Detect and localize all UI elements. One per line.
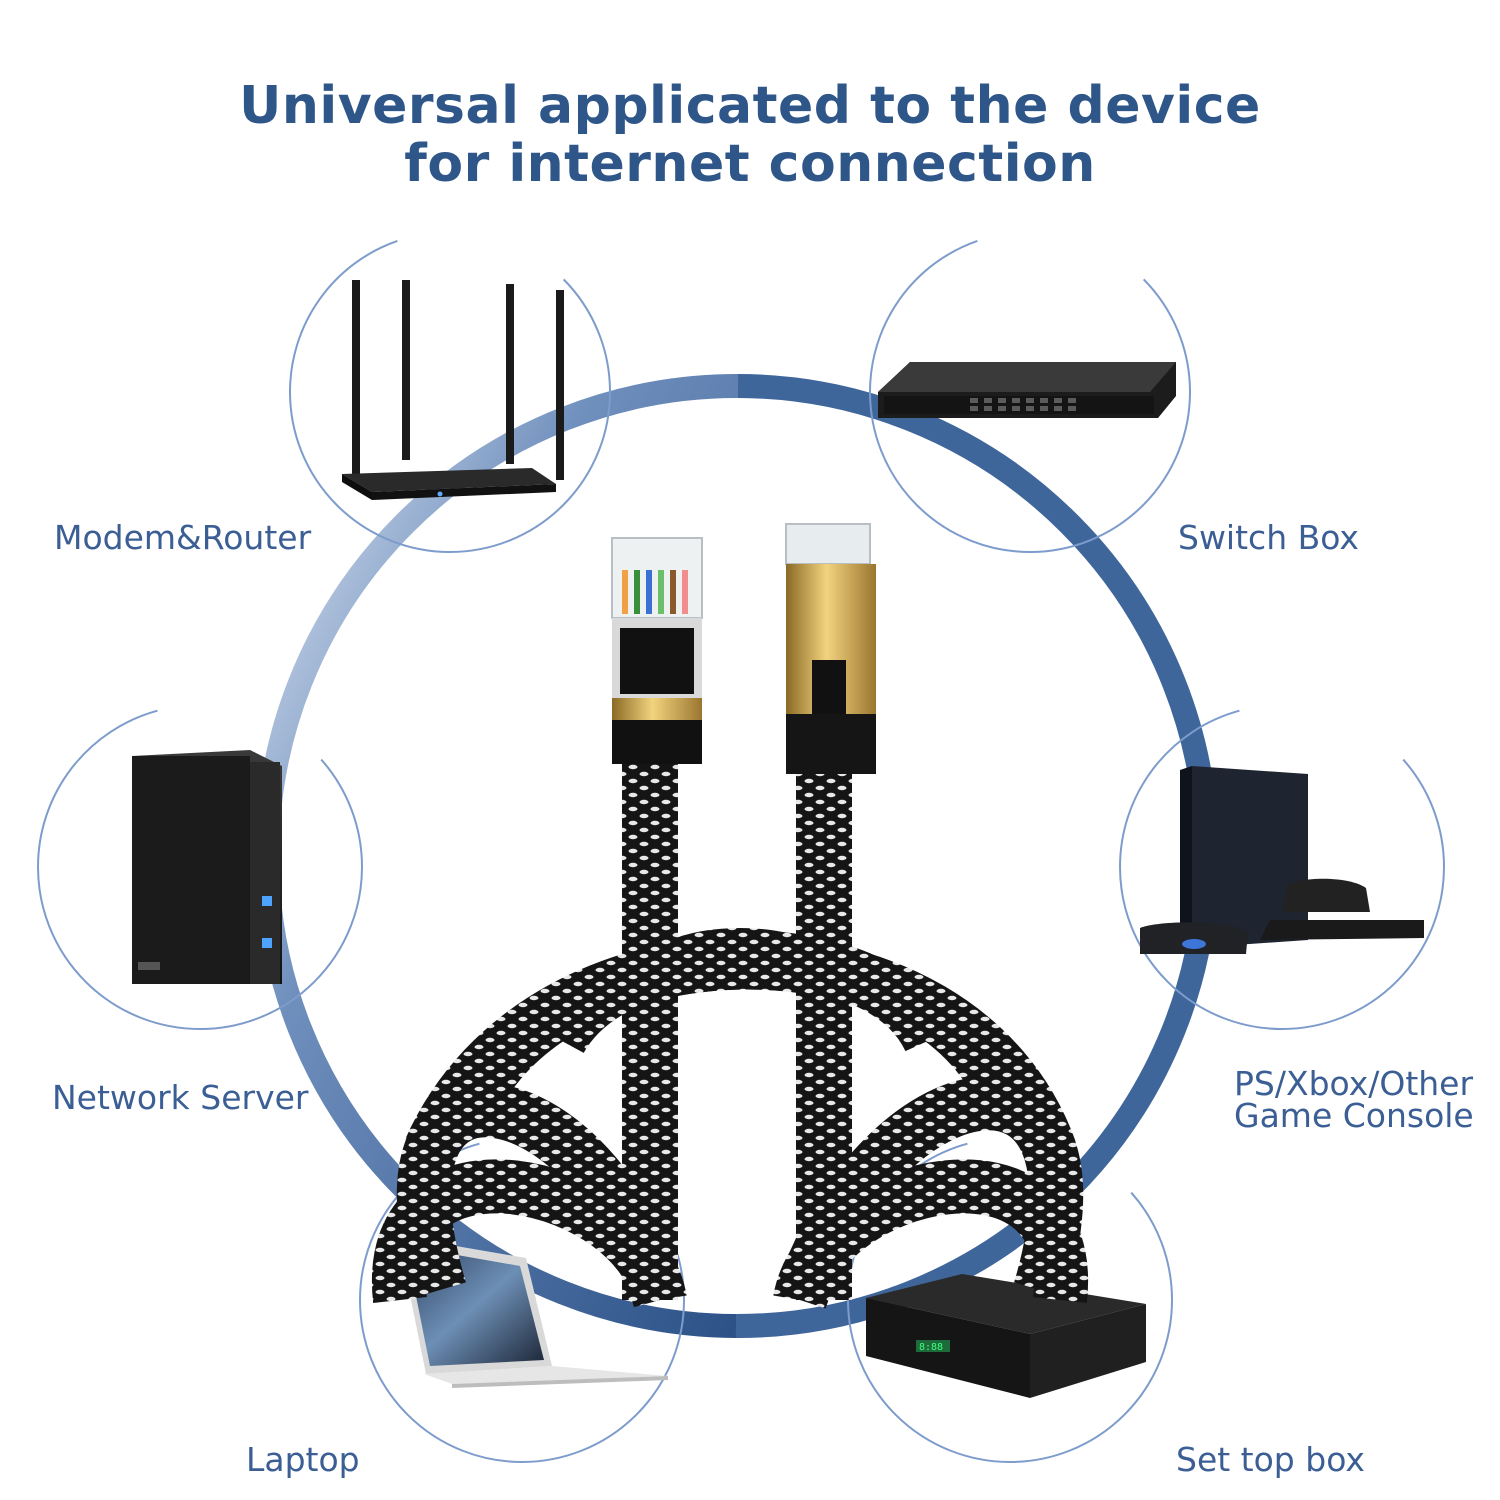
set-top-box-label: Set top box [1176,1440,1365,1479]
network-server-label: Network Server [52,1078,309,1117]
server-circle [37,704,363,1030]
router-circle [289,231,611,553]
headline-line-2: for internet connection [404,134,1096,194]
set-top-box-icon: 8:88 [866,1274,1146,1398]
laptop-label: Laptop [246,1440,360,1479]
game-console-label-1: PS/Xbox/Other [1234,1064,1474,1103]
game-console-icon [1140,766,1424,954]
console-circle [1119,704,1445,1030]
laptop-circle [359,1137,685,1463]
headline-line-1: Universal applicated to the device [239,76,1261,136]
modem-router-label: Modem&Router [54,518,312,557]
network-server-icon [132,750,282,984]
switch-box-icon [878,362,1176,418]
router-icon [342,280,564,500]
ethernet-cable-icon [371,523,1089,1309]
svg-text:8:88: 8:88 [919,1342,943,1353]
game-console-label-2: Game Console [1234,1096,1474,1135]
switch-circle [869,231,1191,553]
switch-box-label: Switch Box [1178,518,1359,557]
